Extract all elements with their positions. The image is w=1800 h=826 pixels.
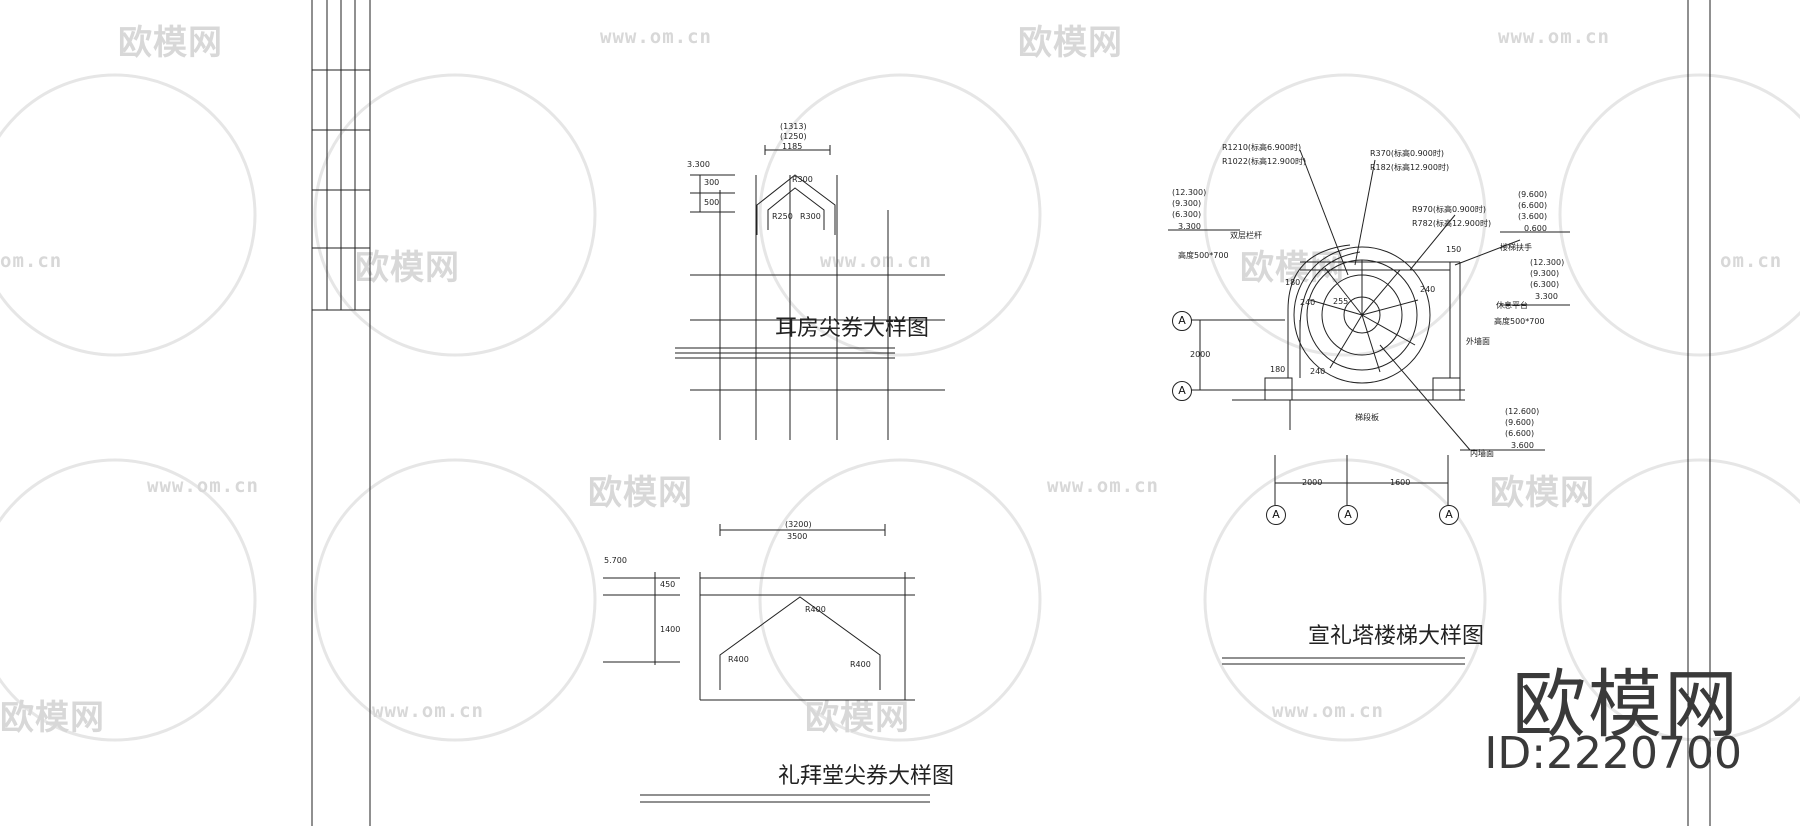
watermark-url: om.cn: [1720, 250, 1783, 272]
dim-label: 180: [1270, 365, 1286, 374]
dim-label: 1400: [660, 625, 681, 634]
note-label: (6.300): [1530, 280, 1560, 289]
watermark-brand: 欧模网: [805, 698, 910, 738]
dim-label: (1313): [780, 122, 807, 131]
ear-room-arch-title: 耳房尖券大样图: [775, 316, 930, 341]
watermark-url: www.om.cn: [1272, 700, 1384, 722]
watermark-brand: 欧模网: [1490, 473, 1595, 513]
dim-label: 150: [1446, 245, 1462, 254]
dim-label: (3200): [785, 520, 812, 529]
watermark-url: www.om.cn: [820, 250, 932, 272]
dim-label: 450: [660, 580, 676, 589]
axis-marker: A: [1172, 311, 1192, 331]
radius-label: R250: [772, 212, 793, 221]
note-label: (6.600): [1505, 429, 1535, 438]
dim-label: (1250): [780, 132, 807, 141]
dim-label: 2000: [1302, 478, 1323, 487]
watermark-brand: 欧模网: [355, 248, 460, 288]
watermark-url: www.om.cn: [1047, 475, 1159, 497]
note-label: (9.300): [1172, 199, 1202, 208]
watermark-brand: 欧模网: [118, 23, 223, 63]
small-note: 楼梯扶手: [1500, 243, 1532, 252]
small-note: 高度500*700: [1178, 251, 1229, 260]
dim-label: 2000: [1190, 350, 1211, 359]
note-label: (9.600): [1505, 418, 1535, 427]
note-label: (9.300): [1530, 269, 1560, 278]
elevation-label: 5.700: [604, 556, 627, 565]
radius-note: R970(标高0.900时): [1412, 205, 1486, 214]
small-note: 梯段板: [1355, 413, 1379, 422]
axis-marker: A: [1172, 381, 1192, 401]
small-note: 高度500*700: [1494, 317, 1545, 326]
small-note: 休息平台: [1496, 301, 1528, 310]
radius-note: R370(标高0.900时): [1370, 149, 1444, 158]
radius-label: R400: [850, 660, 871, 669]
note-label: 3.600: [1511, 441, 1534, 450]
note-label: (9.600): [1518, 190, 1548, 199]
chapel-arch-title: 礼拜堂尖券大样图: [778, 764, 955, 789]
dim-label: 500: [704, 198, 720, 207]
radius-label: R300: [800, 212, 821, 221]
dim-label: 1185: [782, 142, 803, 151]
watermark-brand: 欧模网: [1240, 248, 1345, 288]
radius-note: R182(标高12.900时): [1370, 163, 1450, 172]
elevation-label: 3.300: [687, 160, 710, 169]
axis-marker: A: [1266, 505, 1286, 525]
small-note: 内墙面: [1470, 449, 1494, 458]
note-label: 3.300: [1535, 292, 1558, 301]
watermark-brand: 欧模网: [0, 698, 105, 738]
note-label: (3.600): [1518, 212, 1548, 221]
dim-label: 240: [1300, 298, 1316, 307]
watermark-brand: 欧模网: [588, 473, 693, 513]
minaret-stair-title: 宣礼塔楼梯大样图: [1308, 624, 1485, 649]
axis-marker: A: [1439, 505, 1459, 525]
note-label: (12.300): [1530, 258, 1565, 267]
radius-note: R782(标高12.900时): [1412, 219, 1492, 228]
watermark-url: om.cn: [0, 250, 63, 272]
radius-note: R1210(标高6.900时): [1222, 143, 1302, 152]
watermark-url: www.om.cn: [600, 26, 712, 48]
watermark-brand: 欧模网: [1018, 23, 1123, 63]
radius-note: R1022(标高12.900时): [1222, 157, 1307, 166]
note-label: 3.300: [1178, 222, 1201, 231]
dim-label: 240: [1310, 367, 1326, 376]
dim-label: 255: [1333, 297, 1349, 306]
small-note: 外墙面: [1466, 337, 1490, 346]
dim-label: 300: [704, 178, 720, 187]
radius-label: R400: [805, 605, 826, 614]
note-label: (6.300): [1172, 210, 1202, 219]
watermark-url: www.om.cn: [147, 475, 259, 497]
watermark-url: www.om.cn: [372, 700, 484, 722]
note-label: 0.600: [1524, 224, 1547, 233]
axis-marker: A: [1338, 505, 1358, 525]
brand-logo: 欧模网: [1512, 662, 1740, 748]
note-label: (6.600): [1518, 201, 1548, 210]
dim-label: 1600: [1390, 478, 1411, 487]
radius-label: R300: [792, 175, 813, 184]
model-id: ID:2220700: [1484, 728, 1742, 779]
radius-label: R400: [728, 655, 749, 664]
dim-label: 3500: [787, 532, 808, 541]
note-label: (12.300): [1172, 188, 1207, 197]
dim-label: 240: [1420, 285, 1436, 294]
note-label: (12.600): [1505, 407, 1540, 416]
small-note: 双层栏杆: [1230, 231, 1262, 240]
watermark-url: www.om.cn: [1498, 26, 1610, 48]
dim-label: 180: [1285, 278, 1301, 287]
